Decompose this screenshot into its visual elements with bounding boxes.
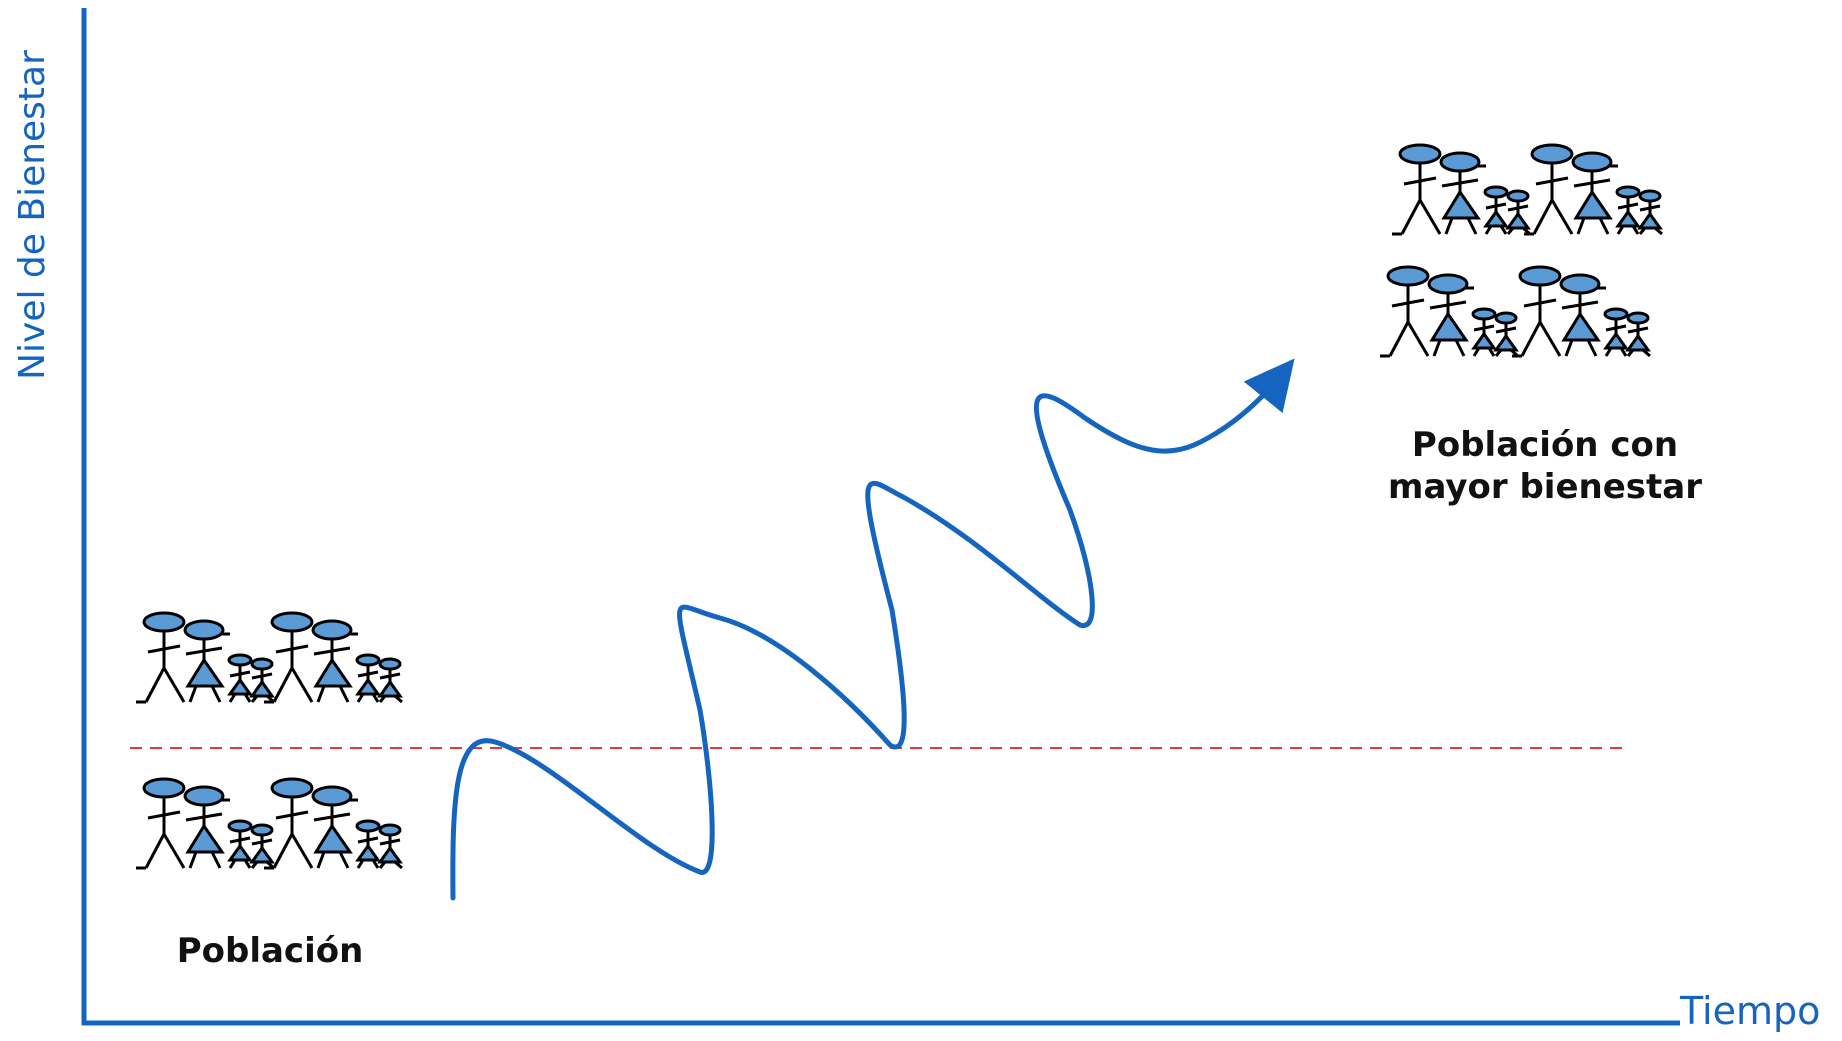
initial-population-caption: Población: [177, 931, 364, 971]
family-icon: [1510, 265, 1652, 358]
family-icon: [134, 611, 276, 704]
family-icon: [262, 611, 404, 704]
final-population-group: [1378, 143, 1664, 358]
family-icon: [1378, 265, 1520, 358]
final-population-caption-line2: mayor bienestar: [1388, 467, 1702, 507]
family-icon: [262, 777, 404, 870]
x-axis-label: Tiempo: [1679, 989, 1820, 1033]
family-icon: [134, 777, 276, 870]
family-icon: [1390, 143, 1532, 236]
y-axis-label: Nivel de Bienestar: [12, 50, 53, 380]
family-icon: [1522, 143, 1664, 236]
initial-population-group: [134, 611, 404, 870]
final-population-caption-line1: Población con: [1412, 425, 1678, 465]
wellbeing-wave-curve: [450, 358, 1295, 901]
